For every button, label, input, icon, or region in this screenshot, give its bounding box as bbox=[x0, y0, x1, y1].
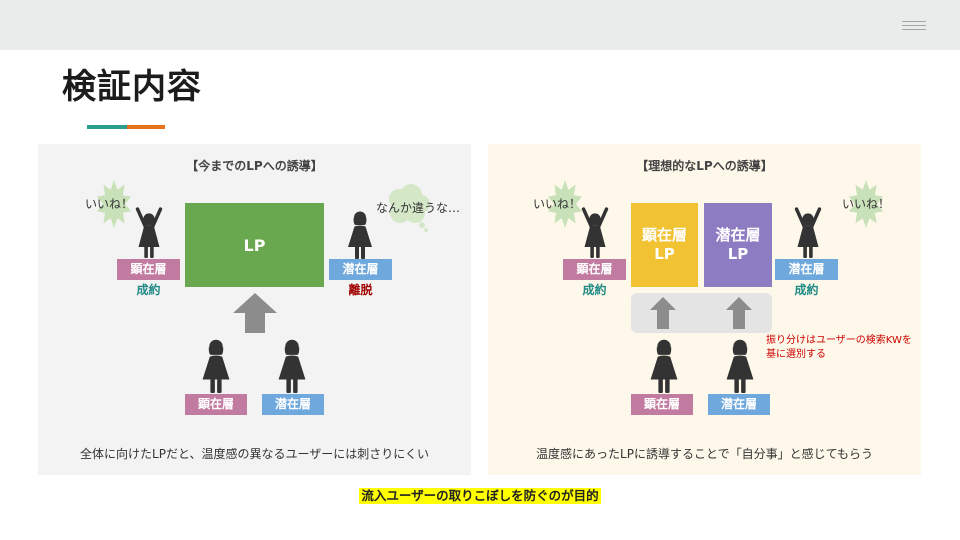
up-arrow-icon bbox=[726, 297, 752, 329]
woman-cheering-icon bbox=[135, 207, 163, 258]
outcome-conversion: 成約 bbox=[582, 283, 607, 297]
woman-standing-icon bbox=[650, 339, 678, 393]
landing-page-box-line2: LP bbox=[654, 245, 675, 263]
menu-line bbox=[902, 25, 926, 26]
landing-page-box-line2: LP bbox=[727, 245, 749, 263]
highlighted-goal-text: 流入ユーザーの取りこぼしを防ぐのが目的 bbox=[359, 488, 601, 504]
reaction-text-positive: いいね！ bbox=[533, 197, 582, 211]
segment-label-latent: 潜在層 bbox=[708, 394, 770, 415]
title-accent-teal bbox=[87, 125, 127, 129]
reaction-text-positive: いいね！ bbox=[85, 197, 134, 211]
burst-shape bbox=[547, 180, 583, 228]
segment-label-aware: 顕在層 bbox=[117, 259, 180, 280]
outcome-churn: 離脱 bbox=[348, 283, 373, 297]
segment-label-aware: 顕在層 bbox=[185, 394, 247, 415]
outcome-conversion: 成約 bbox=[794, 283, 819, 297]
woman-cheering-icon bbox=[794, 207, 822, 258]
menu-line bbox=[902, 21, 926, 22]
woman-standing-icon bbox=[726, 339, 754, 393]
woman-standing-icon bbox=[348, 211, 372, 259]
routing-note: 振り分けはユーザーの検索KWを 基に選別する bbox=[766, 334, 912, 362]
landing-page-latent-box: 潜在層 LP bbox=[704, 203, 772, 287]
page-title: 検証内容 bbox=[62, 67, 202, 107]
landing-page-box: LP bbox=[185, 203, 324, 287]
woman-standing-icon bbox=[202, 339, 230, 393]
menu-icon[interactable] bbox=[902, 20, 926, 31]
panel-caption: 全体に向けたLPだと、温度感の異なるユーザーには刺さりにくい bbox=[80, 447, 429, 461]
reaction-text-positive: いいね！ bbox=[842, 197, 891, 211]
landing-page-box-line1: 潜在層 bbox=[715, 226, 761, 244]
routing-area bbox=[631, 293, 772, 333]
panel-caption: 温度感にあったLPに誘導することで「自分事」と感じてもらう bbox=[536, 447, 873, 461]
reaction-text-negative: なんか違うな… bbox=[376, 201, 461, 215]
routing-note-line: 基に選別する bbox=[766, 349, 826, 360]
landing-page-aware-box: 顕在層 LP bbox=[631, 203, 698, 287]
burst-shape bbox=[848, 180, 884, 228]
landing-page-label: LP bbox=[243, 235, 266, 255]
segment-label-latent: 潜在層 bbox=[775, 259, 838, 280]
segment-label-latent: 潜在層 bbox=[329, 259, 392, 280]
menu-line bbox=[902, 29, 926, 30]
panel-heading: 【理想的なLPへの誘導】 bbox=[636, 159, 773, 173]
segment-label-aware: 顕在層 bbox=[631, 394, 693, 415]
woman-cheering-icon bbox=[581, 207, 609, 258]
up-arrow-icon bbox=[650, 297, 676, 329]
title-accent-orange bbox=[127, 125, 165, 129]
segment-label-latent: 潜在層 bbox=[262, 394, 324, 415]
thought-cloud-icon bbox=[389, 184, 430, 232]
outcome-conversion: 成約 bbox=[136, 283, 161, 297]
routing-note-line: 振り分けはユーザーの検索KWを bbox=[766, 335, 912, 346]
woman-standing-icon bbox=[278, 339, 306, 393]
landing-page-box-line1: 顕在層 bbox=[641, 226, 687, 244]
panel-heading: 【今までのLPへの誘導】 bbox=[186, 159, 323, 173]
segment-label-aware: 顕在層 bbox=[563, 259, 626, 280]
burst-shape bbox=[96, 180, 132, 228]
top-bar bbox=[0, 0, 960, 50]
up-arrow-icon bbox=[233, 293, 277, 333]
footer-highlight: 流入ユーザーの取りこぼしを防ぐのが目的 bbox=[0, 485, 960, 504]
ideal-lp-flow-panel: 【理想的なLPへの誘導】 いいね！ 顕在層 成約 顕在層 LP 潜在層 LP bbox=[488, 144, 921, 475]
current-lp-flow-panel: 【今までのLPへの誘導】 いいね！ 顕在層 成約 LP bbox=[38, 144, 471, 475]
